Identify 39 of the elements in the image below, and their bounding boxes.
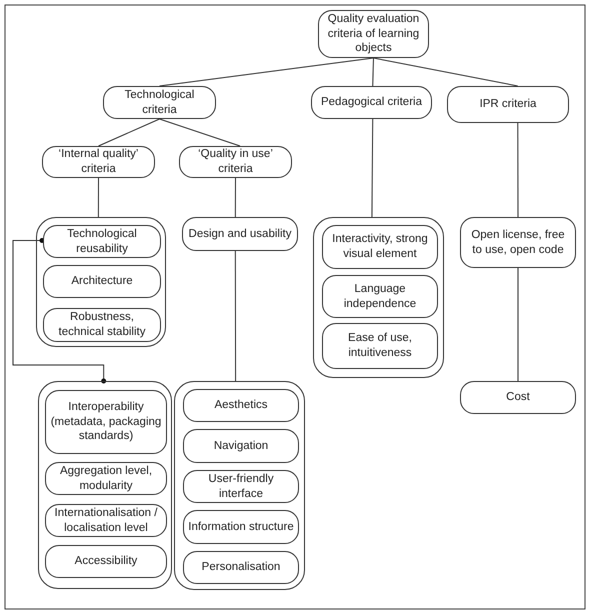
criteria-box: Quality evaluation criteria of learning objects	[318, 10, 429, 58]
criteria-box: IPR criteria	[447, 86, 569, 123]
connector-line	[234, 250, 236, 382]
criteria-box: Language independence	[322, 275, 438, 318]
criteria-box: Navigation	[183, 429, 299, 463]
connector-line	[159, 58, 374, 86]
criteria-box: Internationalisation / localisation level	[45, 504, 167, 537]
dot-connector	[12, 238, 106, 384]
criteria-box: Robustness, technical stability	[43, 308, 161, 342]
criteria-box: Design and usability	[182, 217, 298, 251]
criteria-box: User-friendly interface	[183, 470, 299, 503]
criteria-box: Accessibility	[45, 545, 167, 578]
criteria-box: Interoperability (metadata, packaging standards)	[45, 390, 167, 454]
criteria-box: Pedagogical criteria	[311, 86, 432, 119]
connector-line	[98, 178, 99, 218]
criteria-box: Aggregation level, modularity	[45, 462, 167, 495]
connector-line	[372, 58, 374, 86]
criteria-box: Aesthetics	[183, 389, 299, 422]
criteria-box: Open license, free to use, open code	[460, 217, 576, 268]
criteria-box: Cost	[460, 381, 576, 414]
connector-line	[234, 178, 236, 218]
criteria-box: Architecture	[43, 265, 161, 298]
group-box	[38, 381, 172, 589]
criteria-box: Information structure	[183, 510, 299, 544]
criteria-box: Personalisation	[183, 551, 299, 584]
group-box	[36, 217, 166, 347]
group-box	[313, 217, 444, 378]
connector-line	[159, 118, 241, 146]
criteria-box: ‘Quality in use’ criteria	[179, 146, 292, 178]
criteria-box: ‘Internal quality’ criteria	[42, 146, 155, 178]
criteria-box: Technological criteria	[103, 86, 216, 119]
connector-line	[98, 118, 160, 146]
criteria-box: Interactivity, strong visual element	[322, 225, 438, 269]
criteria-box: Ease of use, intuitiveness	[322, 323, 438, 369]
connector-line	[371, 118, 374, 218]
group-box	[174, 381, 305, 590]
criteria-box: Technological reusability	[43, 225, 161, 258]
connector-line	[373, 58, 518, 86]
connector-line	[517, 122, 518, 218]
